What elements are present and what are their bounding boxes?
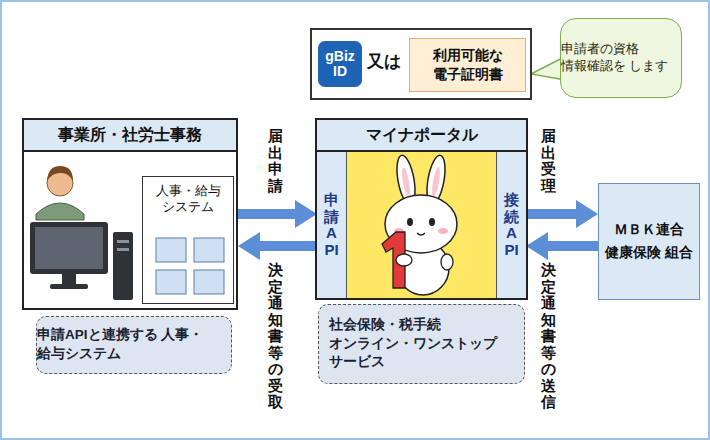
flow-arrow xyxy=(526,209,576,219)
pc-drive xyxy=(117,240,129,243)
note-box: 申請APIと連携する 人事・給与システム xyxy=(36,316,232,374)
portal-panel: マイナポータル申請API 接続API xyxy=(315,118,528,300)
portal-fill xyxy=(315,118,528,300)
note-box: 社会保険・税手続 オンライン・ワンストップ サービス xyxy=(318,304,525,384)
system-block xyxy=(156,270,186,294)
rabbit-ear-inner xyxy=(430,167,441,198)
flow-arrow xyxy=(238,209,295,219)
insurer-label: ＭＢＫ連合 健康保険 組合 xyxy=(599,219,699,265)
system-block xyxy=(194,238,224,262)
monitor-stand xyxy=(62,274,76,284)
monitor-base xyxy=(50,284,88,289)
system-label: 人事・給与 システム xyxy=(143,183,233,216)
callout-bubble: 申請者の資格 情報確認を します xyxy=(560,18,682,98)
rabbit-eye xyxy=(429,218,435,226)
insurer-box: ＭＢＫ連合 健康保険 組合 xyxy=(598,183,700,300)
certificate-box: 利用可能な 電子証明書 xyxy=(409,38,526,92)
mascot-rabbit xyxy=(382,154,457,295)
note-text: 社会保険・税手続 オンライン・ワンストップ サービス xyxy=(329,316,524,373)
monitor-screen xyxy=(35,227,103,269)
panel-header: 事業所・社労士事務 xyxy=(24,120,236,152)
logo-text: gBiz ID xyxy=(320,49,360,78)
rabbit-cheek xyxy=(438,228,448,234)
api-label: 申請API xyxy=(324,192,339,258)
computer-icon xyxy=(30,222,133,300)
edge-label: 届出受理 xyxy=(541,128,556,194)
certificate-label: 利用可能な 電子証明書 xyxy=(410,46,525,83)
pc-tower xyxy=(113,232,133,300)
gbizid-logo: gBiz ID xyxy=(318,41,362,87)
person-body xyxy=(36,203,84,220)
monitor xyxy=(30,222,108,274)
panel-header: マイナポータル xyxy=(317,120,526,152)
edge-label: 決定通知書等の受取 xyxy=(268,262,283,411)
rabbit-mouth xyxy=(417,233,425,235)
auth-box: 又は gBiz ID 利用可能な 電子証明書 xyxy=(310,28,532,100)
hr-system-box: 人事・給与 システム xyxy=(142,176,234,304)
rabbit-paw xyxy=(396,254,412,266)
office-panel: 事業所・社労士事務人事・給与 システム xyxy=(22,118,238,310)
flow-arrow xyxy=(260,241,317,251)
pc-drive xyxy=(117,248,129,251)
person-icon xyxy=(36,166,84,220)
flow-arrow xyxy=(548,241,598,251)
edge-label: 届出申請 xyxy=(268,128,283,194)
connector-word: 又は xyxy=(367,50,401,73)
note-text: 申請APIと連携する 人事・給与システム xyxy=(37,326,231,364)
edge-label: 決定通知書等の送信 xyxy=(541,262,556,411)
rabbit-ear-inner xyxy=(400,167,411,198)
api-label: 接続API xyxy=(504,192,519,258)
api-column: 申請API xyxy=(317,152,347,298)
system-block xyxy=(194,270,224,294)
rabbit-eye xyxy=(407,218,413,226)
rabbit-paw xyxy=(441,254,453,270)
system-blocks xyxy=(156,238,224,294)
person-hair xyxy=(47,166,73,181)
api-column: 接続API xyxy=(496,152,526,298)
panel-fill xyxy=(22,118,238,310)
callout-text: 申請者の資格 情報確認を します xyxy=(561,41,681,75)
system-block xyxy=(156,238,186,262)
